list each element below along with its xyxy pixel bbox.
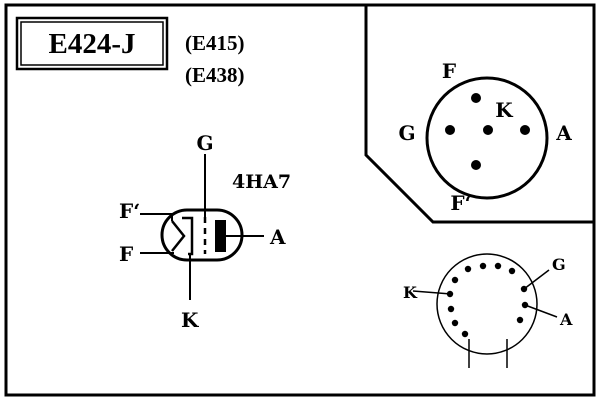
- title-box-outer: [15, 16, 169, 71]
- title-box-inner: [20, 21, 164, 66]
- leader-cathode: [412, 290, 452, 295]
- tube-symbol: G 4HA7 F‘ F A K: [119, 131, 291, 332]
- base-bottom-pin: [451, 276, 459, 284]
- base-bottom-pin: [508, 267, 516, 275]
- base-bottom-pin: [447, 305, 455, 313]
- base-top-label-center: K: [495, 98, 513, 122]
- base-top-label-top: F: [442, 59, 456, 83]
- symbol-type-code: 4HA7: [232, 171, 291, 193]
- symbol-label-heater-1: F‘: [119, 199, 140, 223]
- symbol-label-grid: G: [196, 131, 213, 155]
- symbol-label-cathode: K: [181, 308, 199, 332]
- base-bottom-pin: [461, 330, 469, 338]
- equivalent-2: (E438): [185, 63, 245, 87]
- base-bottom-label-anode: A: [559, 310, 573, 329]
- leader-grid: [523, 269, 550, 290]
- pin-top: [471, 93, 481, 103]
- symbol-label-anode: A: [269, 225, 286, 249]
- pin-left: [445, 125, 455, 135]
- base-bottom-pin: [479, 262, 487, 270]
- base-circle-top: [425, 76, 549, 200]
- pin-right: [520, 125, 530, 135]
- heater-filament: [171, 220, 186, 252]
- anode-plate: [215, 220, 226, 252]
- base-circle-bottom: [436, 253, 538, 355]
- leader-anode: [524, 304, 558, 318]
- base-bottom-pin: [451, 319, 459, 327]
- panel-divider: [364, 5, 594, 224]
- base-bottom-pin: [516, 316, 524, 324]
- base-bottom-label-cathode: K: [403, 283, 418, 302]
- base-top-label-right: A: [555, 121, 572, 145]
- base-bottom-pin: [464, 265, 472, 273]
- pin-bottom: [471, 160, 481, 170]
- equivalent-1: (E415): [185, 31, 245, 55]
- base-bottom-label-grid: G: [552, 255, 566, 274]
- base-top-label-left: G: [398, 121, 415, 145]
- symbol-label-heater-2: F: [119, 242, 133, 266]
- tube-title: E424-J: [49, 28, 136, 60]
- base-diagram-bottom: K G A: [403, 253, 573, 368]
- base-bottom-pin: [494, 262, 502, 270]
- pin-center: [483, 125, 493, 135]
- base-top-label-bottom: F‘: [450, 191, 471, 215]
- base-diagram-top: F G K A F‘: [398, 59, 572, 215]
- outer-frame: [4, 3, 596, 397]
